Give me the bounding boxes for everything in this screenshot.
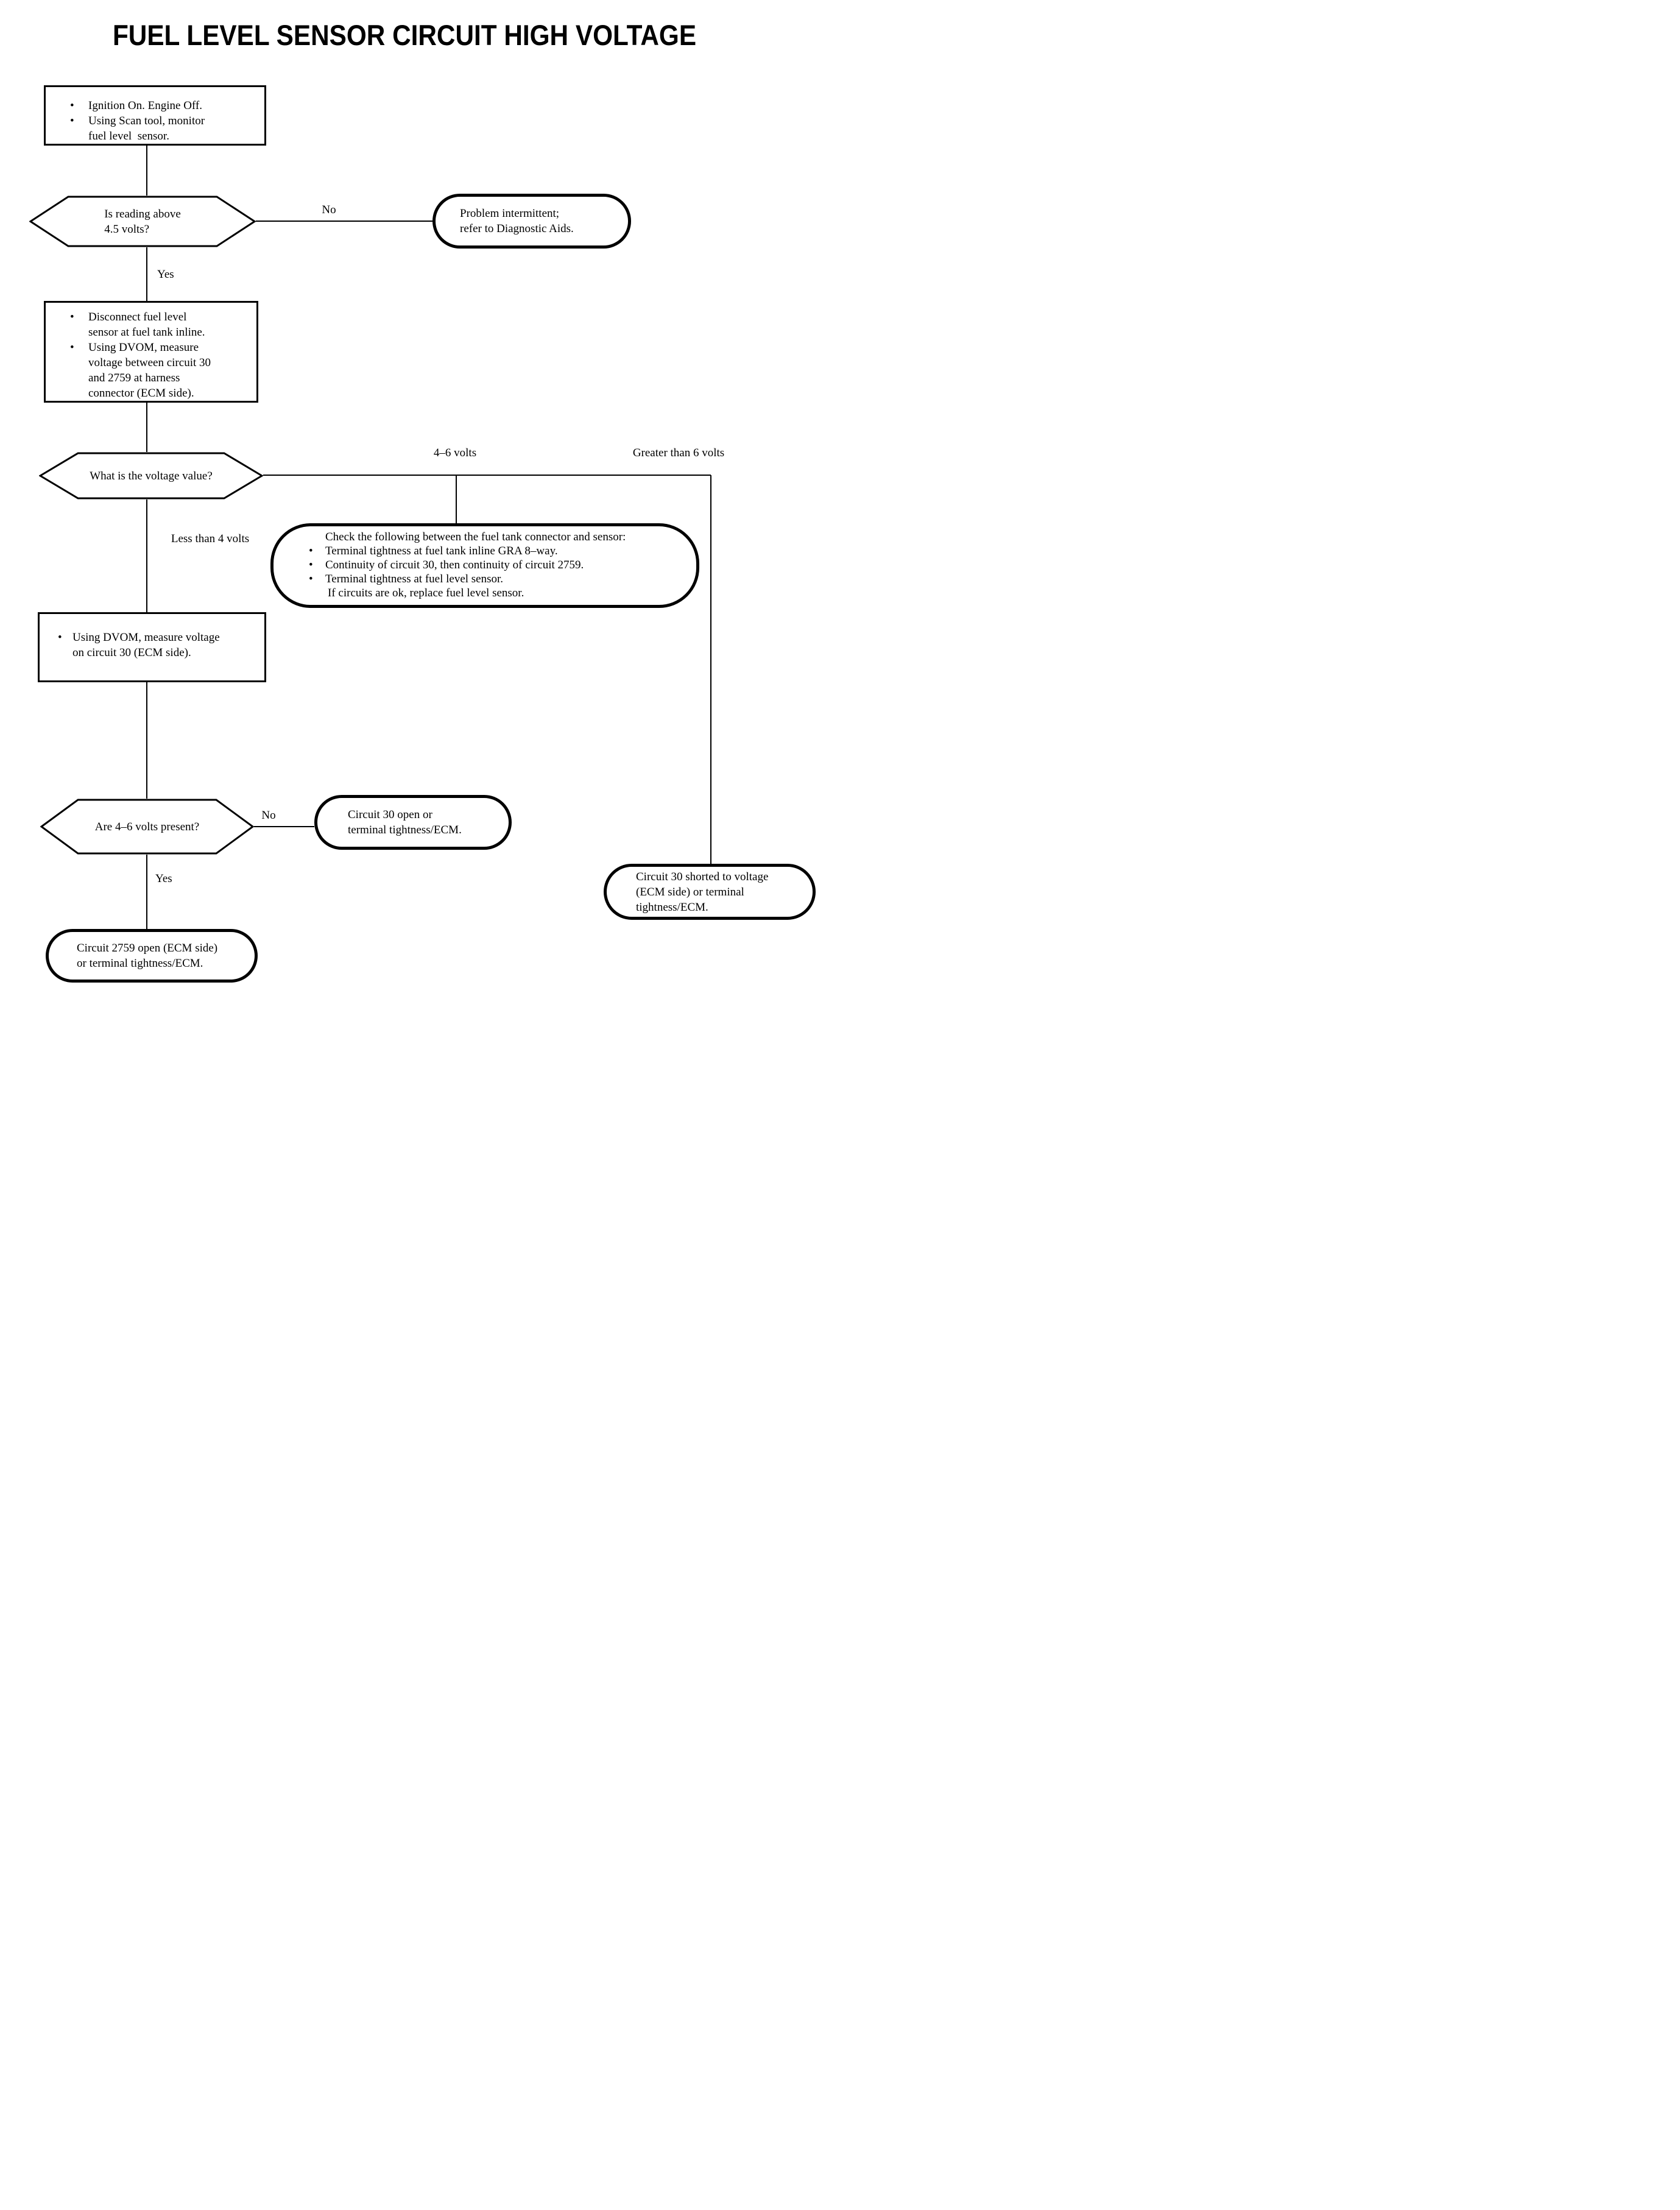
branch-label-yes-reading: Yes: [157, 268, 174, 281]
connector-disconnect-to-decision2: [146, 403, 147, 452]
bullet-icon: •: [70, 99, 74, 112]
terminal-circuit30-open: Circuit 30 open or terminal tightness/EC…: [314, 795, 512, 850]
connector-no-present: [254, 826, 314, 827]
bullet-text: Using DVOM, measure voltage between circ…: [88, 341, 211, 400]
bullet-icon: •: [70, 341, 74, 354]
branch-label-no-reading: No: [322, 203, 336, 216]
terminal-check-bullets: • Terminal tightness at fuel tank inline …: [309, 544, 688, 586]
branch-label-yes-present: Yes: [155, 872, 172, 885]
connector-4-6-volts: [456, 475, 457, 523]
terminal-check-sensor: Check the following between the fuel tan…: [270, 523, 699, 608]
decision-voltage-textwrap: What is the voltage value?: [39, 452, 263, 500]
decision-reading-hexagon: Is reading above 4.5 volts?: [29, 196, 256, 247]
terminal-circuit30-shorted-text: Circuit 30 shorted to voltage (ECM side)…: [636, 870, 769, 914]
bullet-icon: •: [309, 545, 313, 557]
connector-voltage-branches: [263, 475, 711, 476]
branch-label-greater-6-volts: Greater than 6 volts: [632, 447, 725, 459]
step-measure-circuit30-box: • Using DVOM, measure voltage on circuit …: [38, 612, 266, 682]
bullet-text: Using DVOM, measure voltage on circuit 3…: [72, 631, 220, 659]
terminal-check-header: Check the following between the fuel tan…: [325, 531, 626, 543]
connector-measure-to-decision3: [146, 682, 147, 799]
page-title: FUEL LEVEL SENSOR CIRCUIT HIGH VOLTAGE: [112, 19, 697, 51]
bullet-item: • Terminal tightness at fuel tank inline …: [309, 544, 688, 558]
terminal-check-footer: If circuits are ok, replace fuel level s…: [328, 587, 524, 599]
terminal-circuit2759-open-text: Circuit 2759 open (ECM side) or terminal…: [77, 942, 218, 970]
connector-greater-6-volts: [710, 475, 711, 864]
bullet-icon: •: [309, 573, 313, 585]
step-measure-circuit30-bullets: • Using DVOM, measure voltage on circuit …: [40, 614, 264, 660]
terminal-check-content: Check the following between the fuel tan…: [274, 526, 696, 600]
terminal-circuit2759-open: Circuit 2759 open (ECM side) or terminal…: [46, 929, 258, 983]
bullet-icon: •: [309, 559, 313, 571]
bullet-text: Continuity of circuit 30, then continuit…: [325, 559, 584, 571]
bullet-item: • Using Scan tool, monitor fuel level sen…: [70, 113, 261, 144]
flowchart-page: FUEL LEVEL SENSOR CIRCUIT HIGH VOLTAGE •…: [0, 0, 840, 1105]
terminal-circuit30-shorted: Circuit 30 shorted to voltage (ECM side)…: [604, 864, 816, 920]
branch-label-no-present: No: [261, 809, 276, 822]
connector-less-4-volts: [146, 500, 147, 612]
bullet-item: • Disconnect fuel level sensor at fuel ta…: [70, 309, 253, 340]
connector-yes-present: [146, 855, 147, 929]
bullet-item: • Using DVOM, measure voltage on circuit …: [58, 630, 261, 660]
decision-reading-text: Is reading above 4.5 volts?: [104, 207, 181, 236]
branch-label-4-6-volts: 4–6 volts: [433, 447, 477, 459]
hexagon-shape: [39, 452, 263, 500]
connector-no-reading: [256, 221, 432, 222]
hexagon-shape: [29, 196, 256, 247]
terminal-circuit30-open-text: Circuit 30 open or terminal tightness/EC…: [348, 808, 462, 836]
bullet-text: Disconnect fuel level sensor at fuel tan…: [88, 311, 205, 339]
bullet-icon: •: [70, 115, 74, 127]
decision-reading-textwrap: Is reading above 4.5 volts?: [29, 196, 256, 247]
hexagon-shape: [40, 799, 254, 855]
connector-yes-reading: [146, 247, 147, 301]
bullet-text: Terminal tightness at fuel tank inline G…: [325, 545, 558, 557]
bullet-item: • Using DVOM, measure voltage between cir…: [70, 340, 253, 401]
bullet-item: • Continuity of circuit 30, then continui…: [309, 558, 688, 572]
decision-present-text: Are 4–6 volts present?: [94, 820, 200, 833]
bullet-item: • Terminal tightness at fuel level sensor…: [309, 572, 688, 586]
bullet-icon: •: [58, 631, 62, 644]
step-start-bullets: • Ignition On. Engine Off. • Using Scan too…: [46, 87, 264, 144]
step-disconnect-bullets: • Disconnect fuel level sensor at fuel ta…: [46, 303, 256, 401]
decision-voltage-hexagon: What is the voltage value?: [39, 452, 263, 500]
step-start-box: • Ignition On. Engine Off. • Using Scan too…: [44, 85, 266, 146]
step-disconnect-box: • Disconnect fuel level sensor at fuel ta…: [44, 301, 258, 403]
bullet-text: Ignition On. Engine Off.: [88, 99, 202, 112]
bullet-text: Using Scan tool, monitor fuel level sens…: [88, 115, 205, 143]
terminal-problem-intermittent: Problem intermittent; refer to Diagnosti…: [432, 194, 631, 249]
decision-voltage-text: What is the voltage value?: [90, 469, 213, 482]
terminal-problem-intermittent-text: Problem intermittent; refer to Diagnosti…: [460, 207, 574, 235]
connector-start-to-decision1: [146, 146, 147, 196]
decision-present-textwrap: Are 4–6 volts present?: [40, 799, 254, 855]
branch-label-less-4-volts: Less than 4 volts: [171, 532, 250, 545]
decision-present-hexagon: Are 4–6 volts present?: [40, 799, 254, 855]
bullet-text: Terminal tightness at fuel level sensor.: [325, 573, 504, 585]
bullet-icon: •: [70, 311, 74, 323]
bullet-item: • Ignition On. Engine Off.: [70, 98, 261, 113]
